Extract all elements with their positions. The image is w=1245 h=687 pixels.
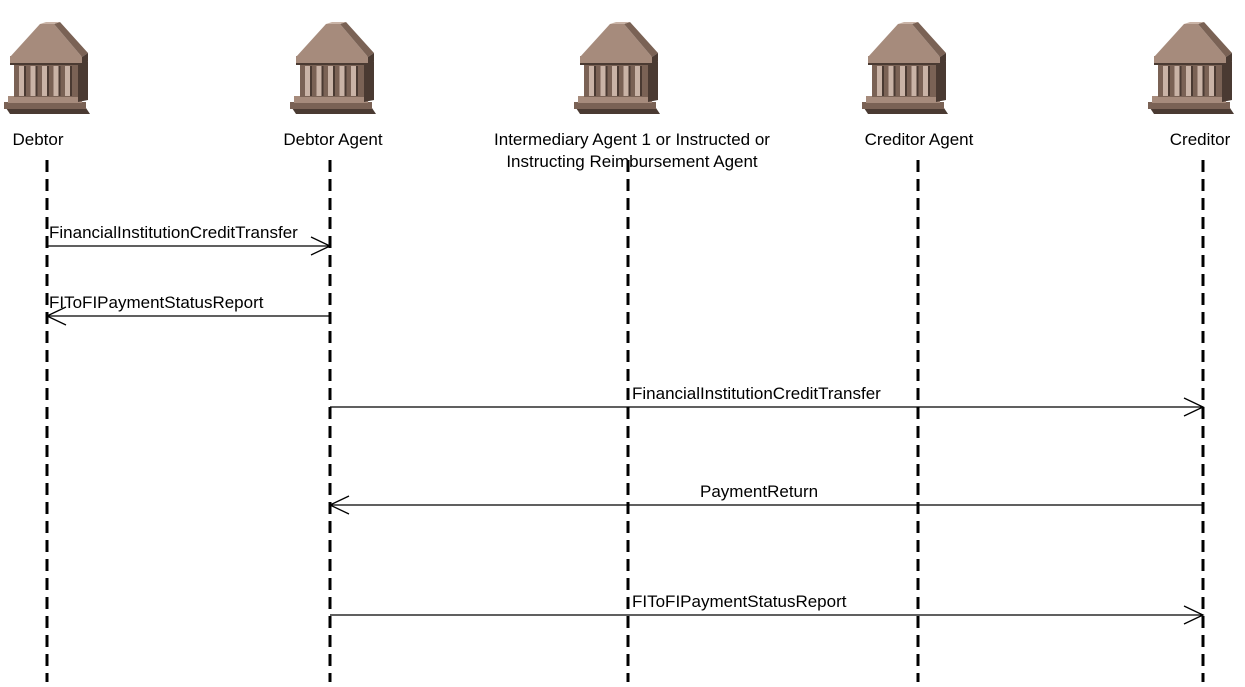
lifelines: [45, 160, 1205, 682]
message-label: FIToFIPaymentStatusReport: [632, 592, 847, 611]
participant-label-intermediary-agent: Instructing Reimbursement Agent: [506, 152, 758, 171]
bank-building-icon: [1148, 22, 1234, 114]
bank-building-icon: [574, 22, 660, 114]
message-label: PaymentReturn: [700, 482, 818, 501]
bank-building-icon: [290, 22, 376, 114]
bank-building-icon: [4, 22, 90, 114]
bank-building-icon: [862, 22, 948, 114]
participant-label-intermediary-agent: Intermediary Agent 1 or Instructed or: [494, 130, 770, 149]
participant-label-creditor: Creditor: [1170, 130, 1231, 149]
participant-label-debtor-agent: Debtor Agent: [283, 130, 383, 149]
message-2: FIToFIPaymentStatusReport: [45, 293, 330, 326]
message-4: PaymentReturn: [328, 482, 1203, 515]
message-label: FinancialInstitutionCreditTransfer: [632, 384, 881, 403]
participant-label-creditor-agent: Creditor Agent: [865, 130, 974, 149]
message-1: FinancialInstitutionCreditTransfer: [47, 223, 332, 256]
message-3: FinancialInstitutionCreditTransfer: [330, 384, 1205, 417]
participant-label-debtor: Debtor: [12, 130, 63, 149]
messages: FinancialInstitutionCreditTransferFIToFI…: [45, 223, 1205, 625]
arrowhead: [45, 306, 67, 326]
message-label: FIToFIPaymentStatusReport: [49, 293, 264, 312]
message-label: FinancialInstitutionCreditTransfer: [49, 223, 298, 242]
arrowhead: [328, 495, 350, 515]
participants: Debtor Debtor Agent Intermediary Agent 1 o…: [4, 22, 1234, 171]
arrowhead: [1183, 397, 1205, 417]
arrowhead: [1183, 605, 1205, 625]
arrowhead: [310, 236, 332, 256]
message-5: FIToFIPaymentStatusReport: [330, 592, 1205, 625]
